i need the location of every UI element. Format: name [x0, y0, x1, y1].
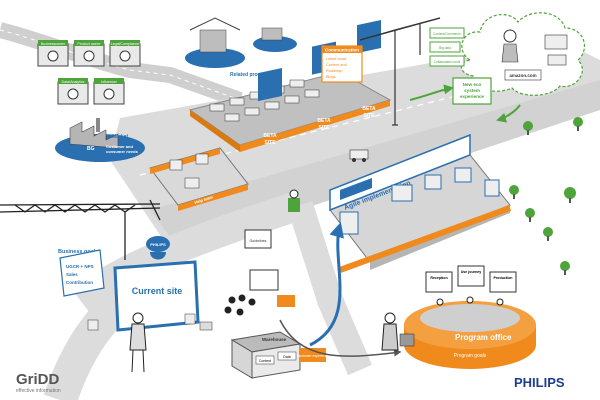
- bg-label: BG: [87, 146, 95, 152]
- gridd-logo: GriDD effective information: [16, 371, 61, 394]
- warehouse: Warehouse Content Data Customer experien…: [230, 331, 329, 379]
- flow-arrows: [279, 222, 402, 357]
- panel-title: Production: [494, 276, 513, 280]
- logo-word: GriDD: [16, 371, 60, 388]
- warehouse-cell: Content: [259, 359, 271, 363]
- guidelines-area: Guidelines: [224, 229, 295, 316]
- cloud-item: Big data: [439, 46, 451, 50]
- related-programs-label: Related programs: [230, 72, 273, 78]
- stakeholder-label: Data/Analytics: [62, 80, 85, 84]
- related-programs: Related programs: [185, 17, 297, 78]
- beta-site-text: BETA: [362, 106, 376, 112]
- stakeholder-label: Legal/Compliance: [111, 42, 140, 46]
- brand-logo: PHILIPS: [514, 375, 565, 390]
- current-site: Current site: [87, 260, 213, 373]
- market-sub: Customer and: [106, 144, 133, 149]
- help-team-stand: Help team: [149, 147, 249, 211]
- amazon-label: amazon.com: [509, 73, 536, 78]
- beta-site-text: BETA: [317, 118, 331, 124]
- market-factory: Market BG Customer and consumer needs: [55, 118, 145, 162]
- help-team-label: Help team: [194, 194, 214, 205]
- trees: [509, 117, 583, 275]
- stakeholder-label: Businessowner: [41, 42, 66, 46]
- panel-title: Reception: [430, 276, 447, 280]
- cloud-item: Content/Commerce: [433, 32, 461, 36]
- brand-badge-label: PHILIPS: [150, 242, 166, 247]
- new-eco-text: system: [464, 88, 480, 93]
- communication-board: Communication Latest news Content and Ro…: [321, 45, 363, 83]
- current-site-label: Current site: [132, 286, 183, 296]
- stakeholder-label: Product owner: [77, 42, 101, 46]
- cloud-ecosystem: Content/Commerce Big data Collaboration …: [429, 12, 586, 96]
- infrastructure-platform: Infrastructure: [188, 71, 392, 152]
- business-goals-title: Business goals: [58, 249, 98, 255]
- beta-site-text: SITE: [318, 125, 330, 131]
- business-goal-item: Contribution: [66, 280, 93, 285]
- warehouse-title: Warehouse: [262, 337, 287, 342]
- agile-platform: Agile implementation Continuous delivery…: [329, 133, 512, 273]
- stakeholder-group: Businessowner Product owner Legal/Compli…: [37, 40, 141, 105]
- new-eco-text: New eco: [463, 82, 482, 87]
- communication-item: Roadmap: [326, 69, 342, 73]
- communication-title: Communication: [325, 48, 359, 53]
- market-sub: consumer needs: [106, 149, 139, 154]
- cloud-item: Collaboration tools: [434, 60, 461, 64]
- left-crane: [0, 199, 161, 260]
- new-eco-system: New eco system experience: [409, 77, 521, 123]
- new-eco-text: experience: [460, 94, 484, 99]
- business-goal-item: Sales: [66, 272, 78, 277]
- communication-item: Blogs: [326, 75, 336, 79]
- vehicles: [288, 149, 369, 212]
- logo-tagline: effective information: [16, 388, 61, 394]
- top-crane: [359, 17, 441, 126]
- guidelines-label: Guidelines: [250, 239, 267, 243]
- communication-item: Latest news: [326, 57, 346, 61]
- panel-title: Use journey: [461, 270, 482, 274]
- program-goals-label: Program goals: [454, 353, 487, 359]
- stakeholder-label: Influencer: [101, 80, 118, 84]
- market-label: Market: [112, 134, 128, 140]
- warehouse-cell: Data: [283, 355, 290, 359]
- program-office: Program office Program goals Reception U…: [381, 265, 536, 369]
- business-goal-item: UGCR + NPS: [66, 264, 94, 269]
- communication-item: Content and: [326, 63, 347, 67]
- beta-site-text: BETA: [263, 133, 277, 139]
- beta-site-text: SITE: [363, 113, 375, 119]
- beta-site-text: SITE: [264, 140, 276, 146]
- business-goals: Business goals UGCR + NPS Sales Contribu…: [58, 236, 170, 297]
- customer-experience-label: Customer experience: [297, 354, 329, 358]
- program-office-label: Program office: [455, 333, 512, 342]
